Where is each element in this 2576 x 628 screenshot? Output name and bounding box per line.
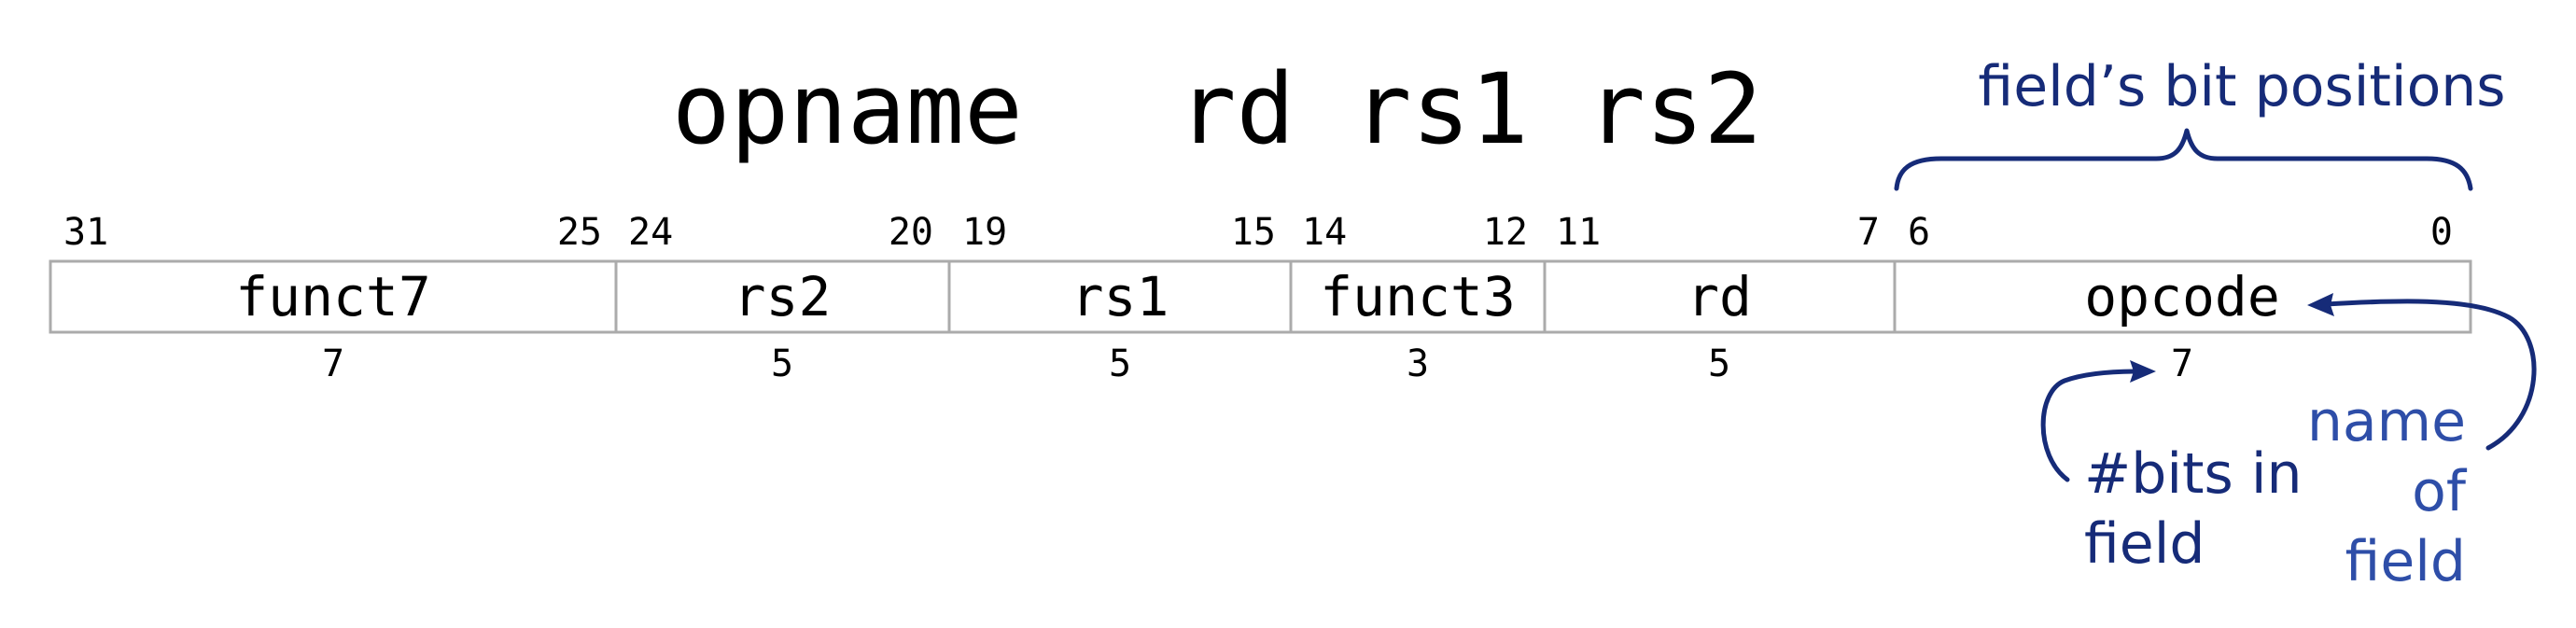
field-box-opcode — [1893, 259, 2472, 334]
annotation-name-of-field: name of field — [2307, 293, 2537, 594]
field-width-opcode: 7 — [2171, 342, 2193, 385]
field-width-funct3: 3 — [1407, 342, 1429, 385]
field-name-funct3: funct3 — [1320, 265, 1516, 328]
bit-lo-rd: 7 — [1857, 211, 1880, 254]
field-name-rs1: rs1 — [1071, 265, 1169, 328]
name-of-field-arrowhead-icon — [2307, 293, 2334, 316]
field-name-opcode: opcode — [2084, 265, 2280, 328]
name-of-field-arrow-line — [2323, 299, 2537, 451]
annotation-bits-in-field-line2: field — [2084, 511, 2205, 577]
field-name-funct7: funct7 — [235, 265, 431, 328]
bit-lo-rs1: 15 — [1231, 211, 1276, 254]
bit-hi-opcode: 6 — [1908, 211, 1930, 254]
field-width-funct7: 7 — [322, 342, 344, 385]
bit-hi-funct3: 14 — [1302, 211, 1347, 254]
bit-positions-brace — [1894, 128, 2473, 191]
field-width-labels: 7 5 5 3 5 7 — [322, 342, 2193, 385]
bit-hi-rd: 11 — [1556, 211, 1601, 254]
bit-hi-rs2: 24 — [628, 211, 673, 254]
instruction-heading: opname rd rs1 rs2 — [672, 52, 1762, 166]
field-row — [49, 259, 2472, 334]
field-width-rd: 5 — [1708, 342, 1730, 385]
annotation-bit-positions: field’s bit positions — [1894, 54, 2506, 191]
bit-lo-funct7: 25 — [557, 211, 602, 254]
heading-opname: opname — [672, 52, 1023, 166]
field-name-rd: rd — [1687, 265, 1752, 328]
annotation-name-of-field-line1: name — [2307, 389, 2466, 454]
bit-lo-opcode: 0 — [2430, 211, 2453, 254]
bits-in-field-arrowhead-icon — [2130, 360, 2156, 383]
heading-operands: rd rs1 rs2 — [1178, 52, 1762, 166]
bits-in-field-arrow-line — [2040, 369, 2140, 482]
bit-lo-rs2: 20 — [889, 211, 933, 254]
annotation-bits-in-field: #bits in field — [2040, 360, 2303, 577]
field-name-rs2: rs2 — [734, 265, 832, 328]
annotation-name-of-field-line3: field — [2345, 529, 2466, 594]
bit-hi-rs1: 19 — [962, 211, 1007, 254]
bit-lo-funct3: 12 — [1483, 211, 1528, 254]
annotation-name-of-field-line2: of — [2412, 459, 2468, 524]
annotation-bits-in-field-line1: #bits in — [2084, 441, 2303, 507]
field-width-rs2: 5 — [771, 342, 793, 385]
annotation-bit-positions-label: field’s bit positions — [1978, 54, 2505, 119]
bit-position-labels: 31 25 24 20 19 15 14 12 11 7 6 0 — [63, 211, 2453, 254]
field-width-rs1: 5 — [1109, 342, 1131, 385]
bit-hi-funct7: 31 — [63, 211, 108, 254]
field-name-labels: funct7 rs2 rs1 funct3 rd opcode — [235, 265, 2280, 328]
